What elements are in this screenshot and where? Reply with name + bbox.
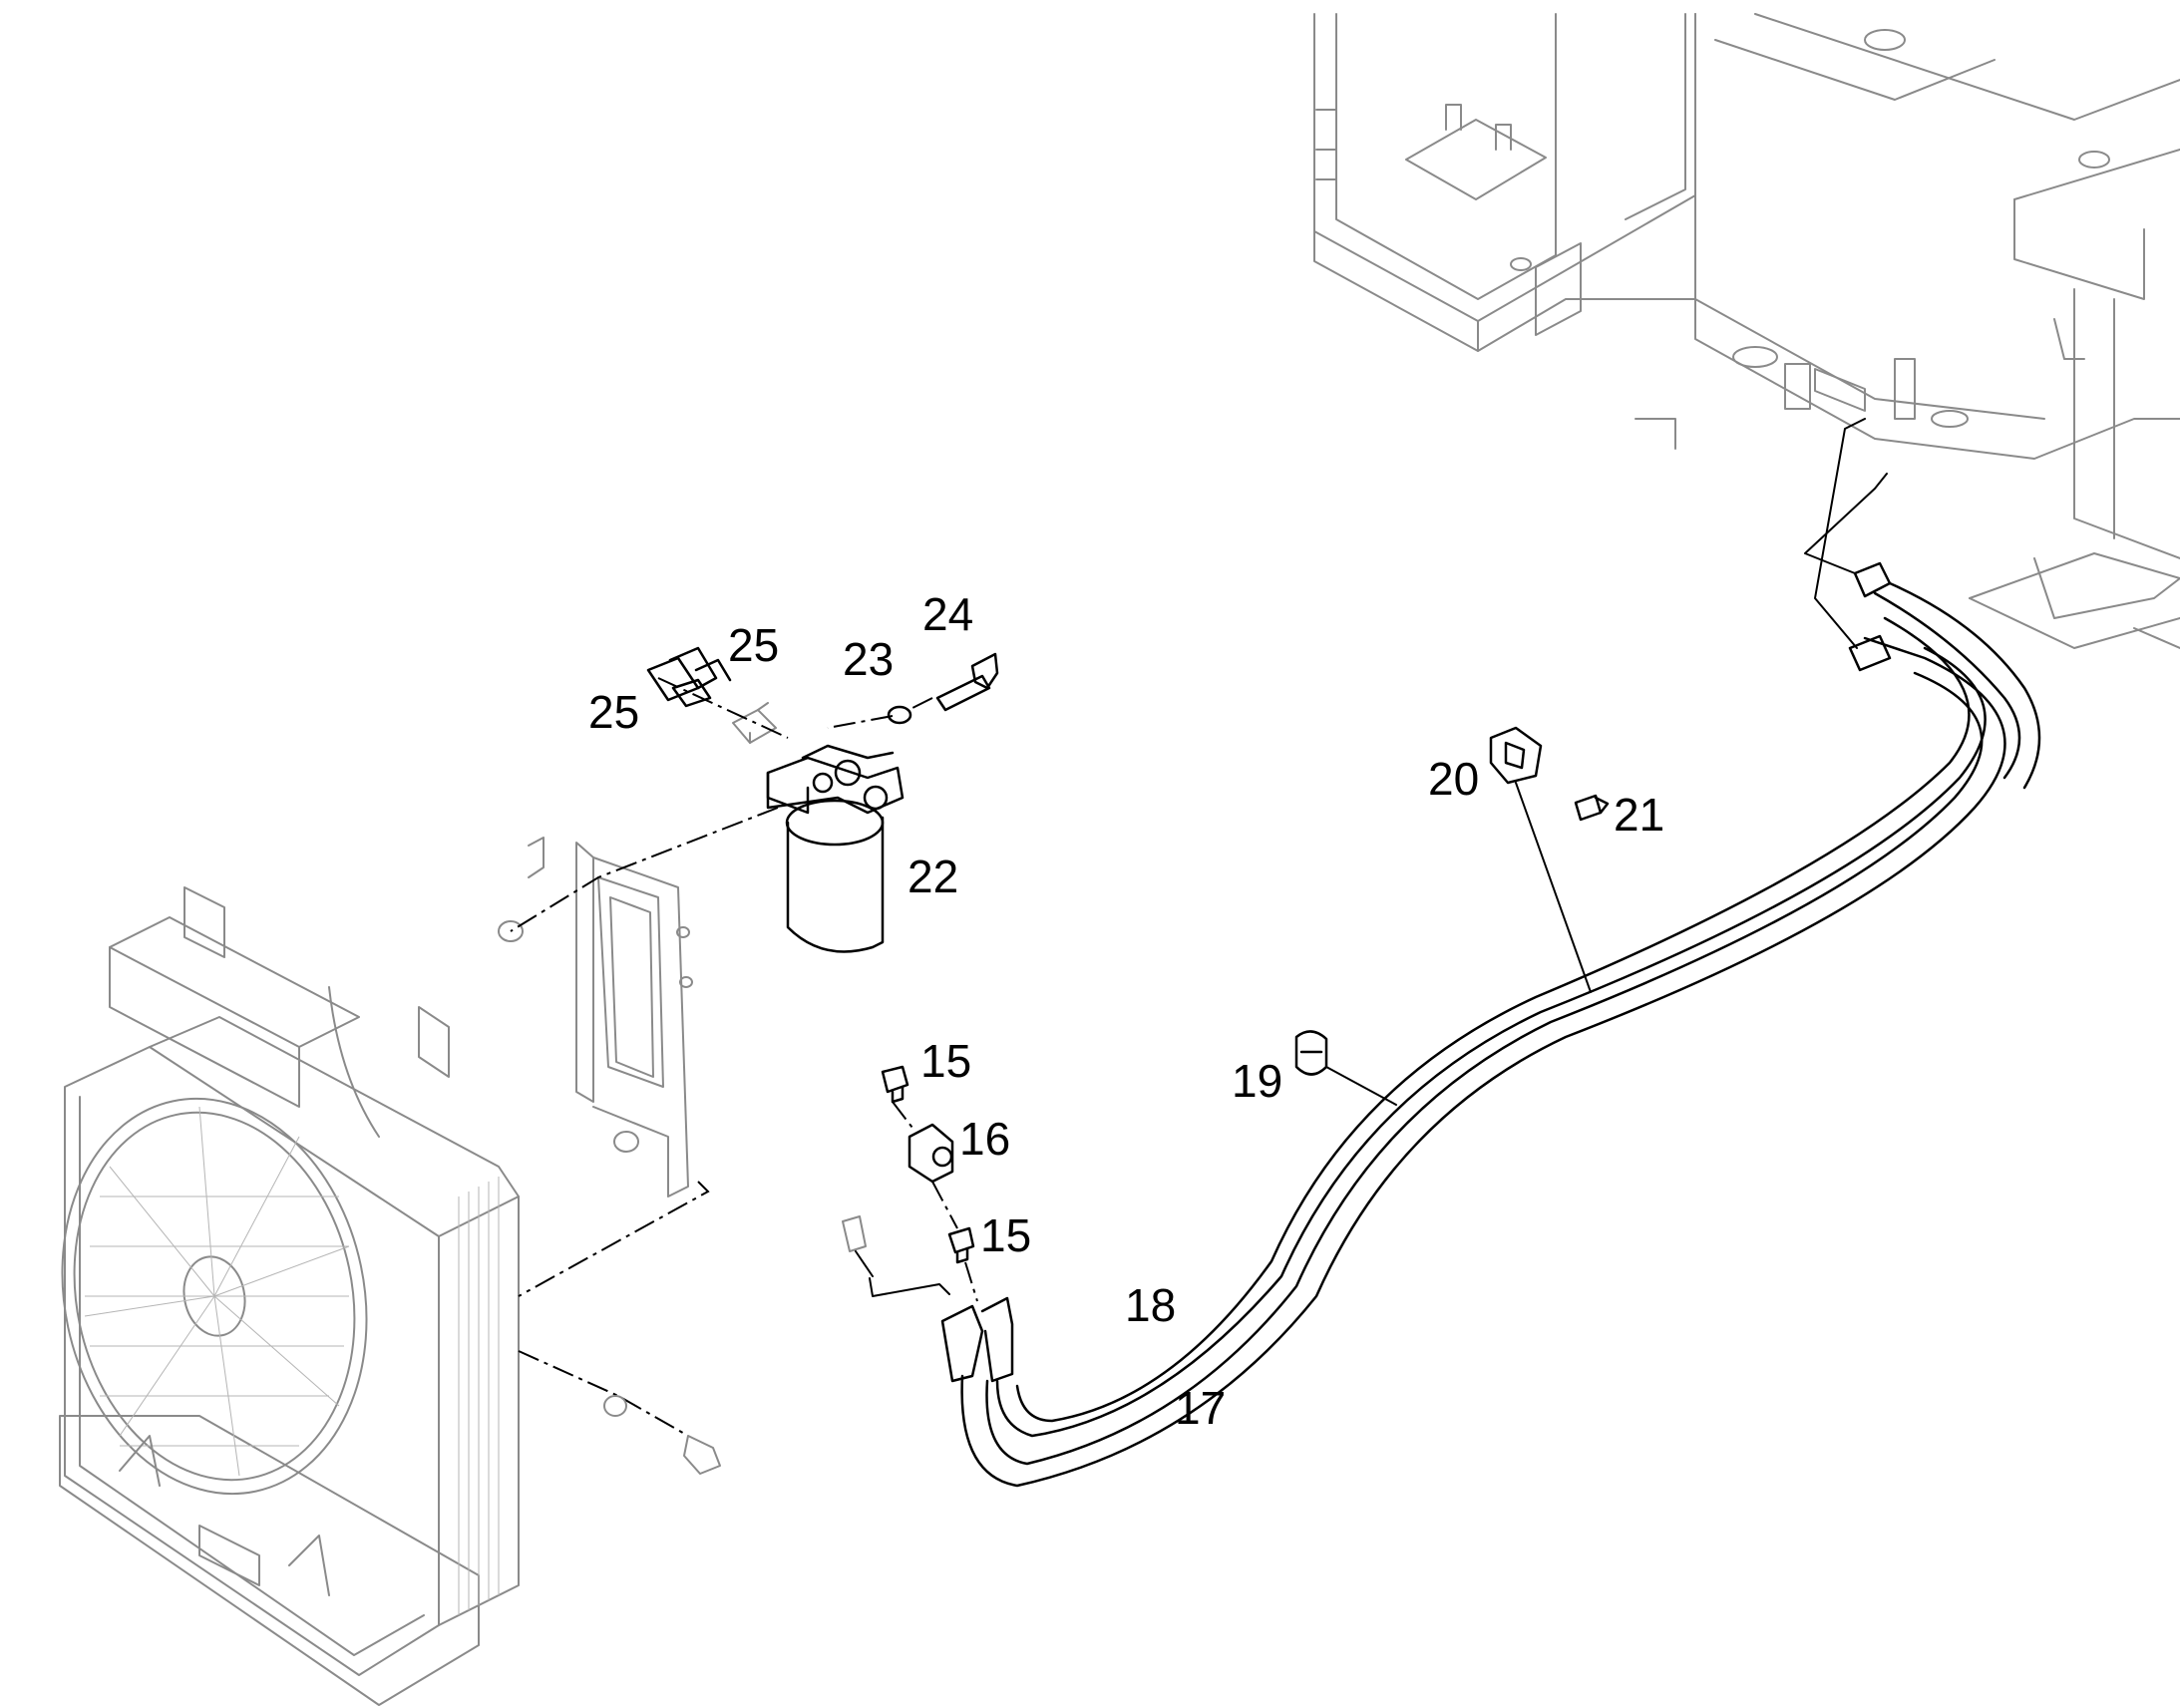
adapter-15a <box>881 1065 909 1104</box>
bolt-24 <box>935 652 999 712</box>
callout-15-top: 15 <box>920 1035 971 1087</box>
callout-17: 17 <box>1175 1382 1226 1434</box>
filter-bracket <box>498 837 693 1197</box>
fittings-25 <box>646 646 732 708</box>
callout-24: 24 <box>922 588 973 640</box>
adapter-15b <box>947 1226 975 1264</box>
radiator-assembly <box>59 886 520 1706</box>
callout-21: 21 <box>1614 789 1664 841</box>
callout-15-bottom: 15 <box>980 1209 1031 1261</box>
callout-25-lower: 25 <box>588 686 639 738</box>
valve-block <box>732 702 777 744</box>
callout-22: 22 <box>908 851 958 902</box>
adapter-grey <box>842 1215 867 1252</box>
leader-lines <box>855 418 1888 1297</box>
clamp-19 <box>1294 1030 1328 1076</box>
hose-17-18 <box>940 561 2041 1488</box>
callout-23: 23 <box>843 633 894 685</box>
callout-19: 19 <box>1232 1055 1282 1107</box>
washer-bolt-lower <box>603 1395 721 1475</box>
callout-25-upper: 25 <box>728 619 779 671</box>
callout-16: 16 <box>959 1113 1010 1165</box>
clamp-20 <box>1489 726 1543 785</box>
screw-21 <box>1574 794 1610 822</box>
block-16 <box>908 1123 954 1184</box>
callout-18: 18 <box>1125 1279 1176 1331</box>
machine-frame <box>1313 13 2180 649</box>
callout-labels: 15 16 15 18 17 19 20 21 22 23 24 25 25 <box>588 588 1664 1434</box>
callout-20: 20 <box>1428 753 1479 805</box>
washer-23 <box>887 705 912 725</box>
assembly-lines <box>510 677 978 1437</box>
filter-22 <box>766 744 905 953</box>
